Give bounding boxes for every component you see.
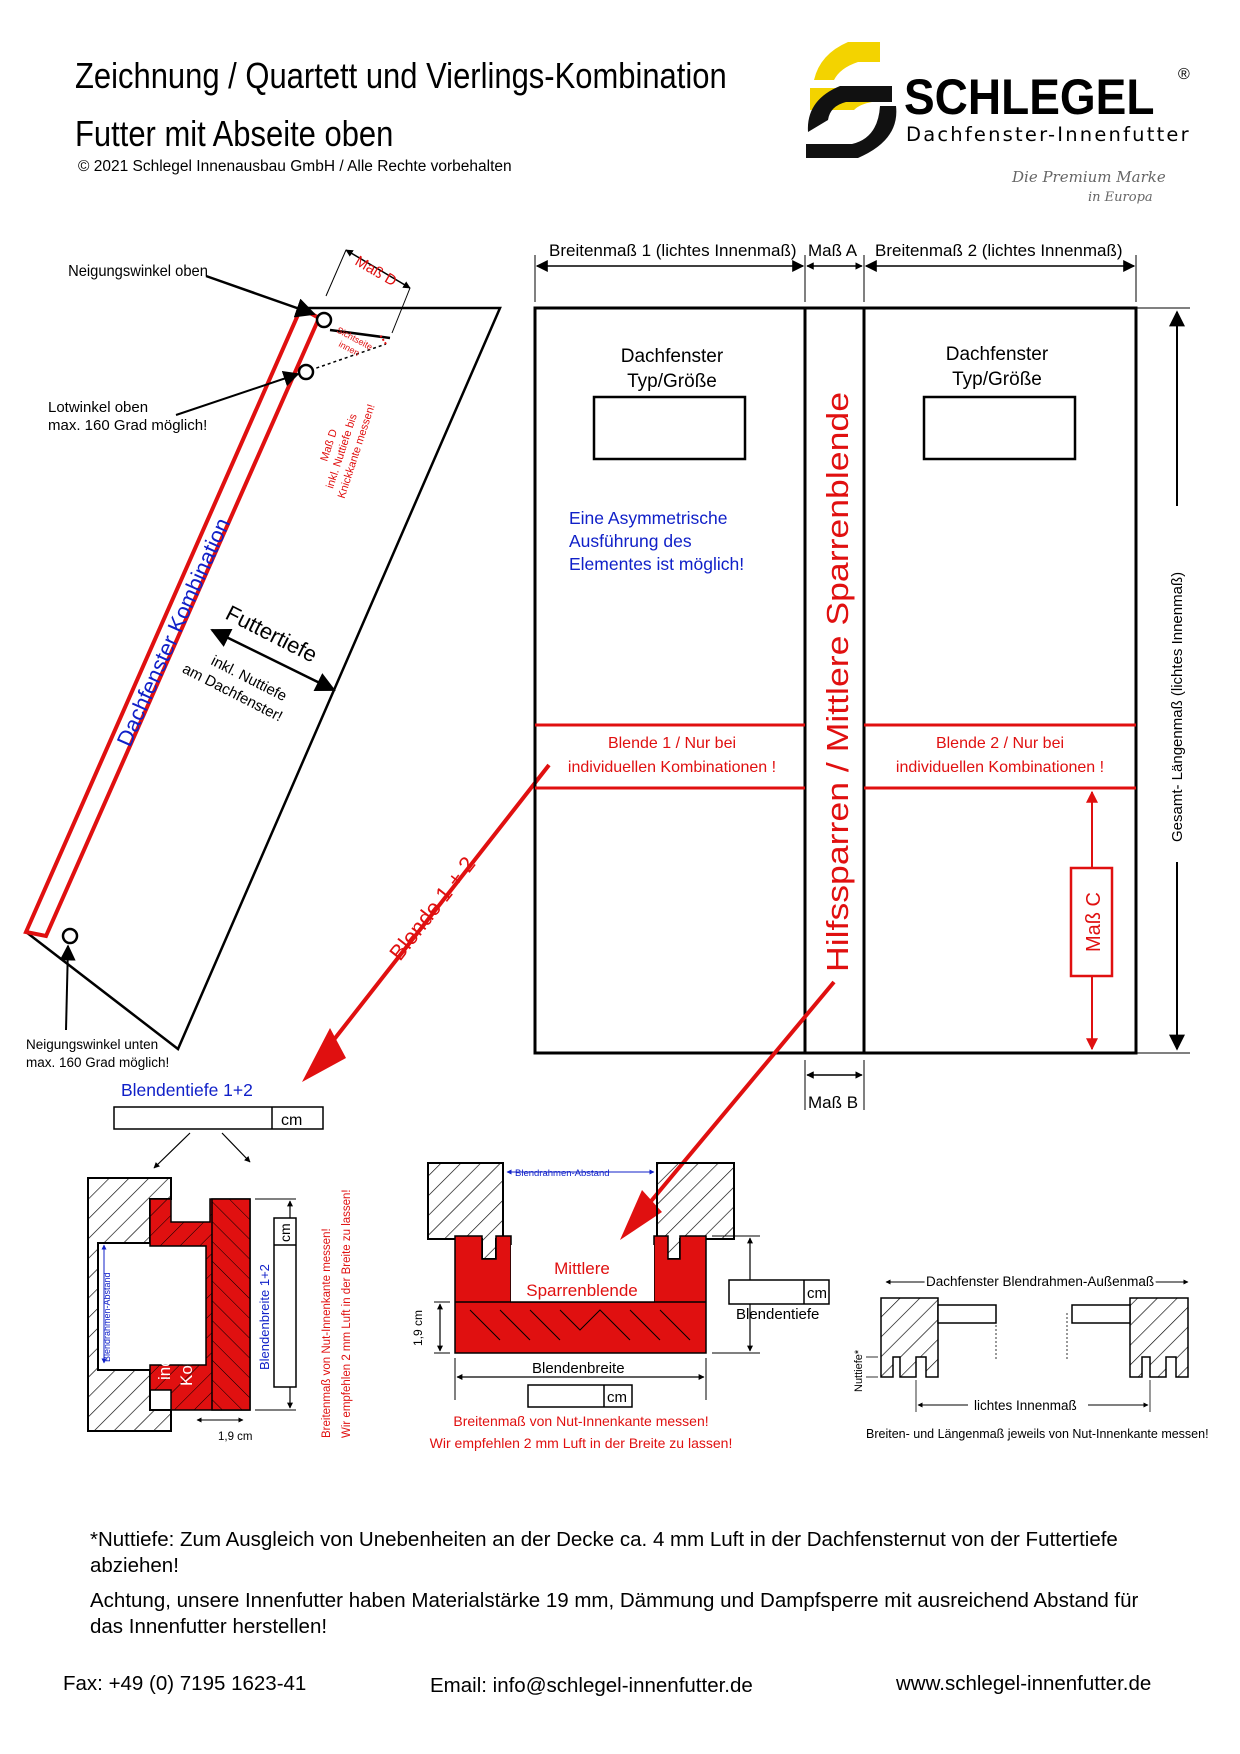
detail-mid-drawing — [427, 1162, 830, 1408]
mid-label-2: Sparrenblende — [526, 1281, 638, 1300]
asym-line-1: Eine Asymmetrische — [569, 508, 728, 528]
blendenbreite-left-label: Blendenbreite 1+2 — [257, 1264, 272, 1370]
footnote-material: Achtung, unsere Innenfutter haben Materi… — [90, 1589, 1139, 1638]
blendentiefe-title: Blendentiefe 1+2 — [121, 1080, 253, 1100]
page-title: Zeichnung / Quartett und Vierlings-Kombi… — [75, 55, 727, 96]
mass-c-label: Maß C — [1083, 892, 1105, 952]
fenster-label-2: Dachfenster — [946, 344, 1049, 365]
hilfssparren-label: Hilfssparren / Mittlere Sparrenblende — [820, 392, 855, 972]
asym-line-2: Ausführung des — [569, 531, 692, 551]
mid-blendenbreite-label: Blendenbreite — [532, 1360, 625, 1377]
asym-line-3: Elementes ist möglich! — [569, 554, 744, 574]
blenden-text-2: individuellen — [155, 1286, 174, 1380]
brand-name: SCHLEGEL — [904, 69, 1155, 125]
copyright: © 2021 Schlegel Innenausbau GmbH / Alle … — [78, 158, 512, 175]
lichtes-label: lichtes Innenmaß — [974, 1398, 1077, 1413]
left-note-1: Breitenmaß von Nut-Innenkante messen! — [321, 1228, 333, 1438]
blende-2-line-1: Blende 2 / Nur bei — [936, 735, 1064, 752]
blendentiefe-input — [113, 1106, 324, 1130]
blende-1-line-2: individuellen Kombinationen ! — [568, 759, 776, 776]
nuttiefe-label: Nuttiefe* — [853, 1349, 865, 1392]
fenster-box-1 — [592, 395, 747, 461]
neigung-oben-label: Neigungswinkel oben — [68, 262, 208, 280]
mid-blendentiefe-label: Blendentiefe — [736, 1306, 819, 1323]
mid-note-2: Wir empfehlen 2 mm Luft in der Breite zu… — [430, 1435, 733, 1451]
lotwinkel-label: Lotwinkel oben — [48, 399, 148, 416]
neigung-unten-label: Neigungswinkel unten — [26, 1037, 158, 1052]
mid-blendentiefe-unit: cm — [807, 1285, 827, 1302]
blende-2-line-2: individuellen Kombinationen ! — [896, 759, 1104, 776]
blendentiefe-unit: cm — [281, 1112, 302, 1129]
futtertiefe-label: Futtertiefe — [222, 600, 322, 667]
contact-email[interactable]: Email: info@schlegel-innenfutter.de — [430, 1674, 753, 1697]
detail-right-drawing — [866, 1279, 1189, 1412]
schlegel-logo-icon — [800, 40, 910, 160]
fenster-box-2 — [922, 395, 1077, 461]
mid-label-1: Mittlere — [554, 1259, 610, 1278]
fenster-typ-1: Typ/Größe — [627, 371, 717, 392]
registered-mark: ® — [1178, 66, 1190, 83]
brand-subtitle: Dachfenster-Innenfutter — [906, 123, 1191, 146]
blenden-text-3: Kombinationen — [177, 1273, 196, 1386]
mass-c-box — [1069, 866, 1114, 978]
fenster-label-1: Dachfenster — [621, 346, 724, 367]
page-subtitle: Futter mit Abseite oben — [75, 113, 394, 154]
neigung-unten-note: max. 160 Grad möglich! — [26, 1055, 169, 1070]
breite-1-label: Breitenmaß 1 (lichtes Innenmaß) — [549, 241, 797, 260]
breite-2-label: Breitenmaß 2 (lichtes Innenmaß) — [875, 241, 1123, 260]
blende-1-line-1: Blende 1 / Nur bei — [608, 735, 736, 752]
contact-website[interactable]: www.schlegel-innenfutter.de — [896, 1672, 1152, 1695]
blendrahmen-abstand-left: Blendrahmen-Abstand — [102, 1272, 112, 1362]
side-view-drawing — [23, 249, 551, 1082]
mass-d-label: Maß D — [352, 253, 400, 290]
mid-note-1: Breitenmaß von Nut-Innenkante messen! — [453, 1413, 708, 1429]
front-view-drawing — [533, 255, 1190, 1240]
lotwinkel-note: max. 160 Grad möglich! — [48, 417, 207, 434]
detail-left-drawing — [87, 1132, 297, 1432]
blenden-text-1: Blenden bei — [133, 1280, 152, 1370]
aussenmass-label: Dachfenster Blendrahmen-Außenmaß — [926, 1274, 1154, 1289]
blendrahmen-abstand-mid: Blendrahmen-Abstand — [515, 1168, 610, 1179]
overall-frame — [533, 306, 1138, 1055]
mass-a-label: Maß A — [808, 241, 858, 260]
left-note-2: Wir empfehlen 2 mm Luft in der Breite zu… — [341, 1189, 353, 1438]
blendenbreite-unit: cm — [277, 1223, 293, 1242]
premium-tagline-sub: in Europa — [1088, 190, 1153, 205]
footnote-nuttiefe: *Nuttiefe: Zum Ausgleich von Unebenheite… — [90, 1528, 1118, 1577]
fenster-typ-2: Typ/Größe — [952, 369, 1042, 390]
left-dim: 1,9 cm — [218, 1431, 253, 1443]
right-note: Breiten- und Längenmaß jeweils von Nut-I… — [866, 1427, 1209, 1441]
blende-arrow-label: Blende 1 + 2 — [384, 852, 480, 965]
gesamt-laenge-label: Gesamt- Längenmaß (lichtes Innenmaß) — [1169, 572, 1186, 842]
premium-tagline: Die Premium Marke — [1012, 168, 1166, 186]
mass-b-label: Maß B — [808, 1093, 858, 1112]
contact-fax: Fax: +49 (0) 7195 1623-41 — [63, 1672, 307, 1695]
mid-blendenbreite-unit: cm — [607, 1389, 627, 1406]
mid-dim: 1,9 cm — [411, 1310, 425, 1346]
